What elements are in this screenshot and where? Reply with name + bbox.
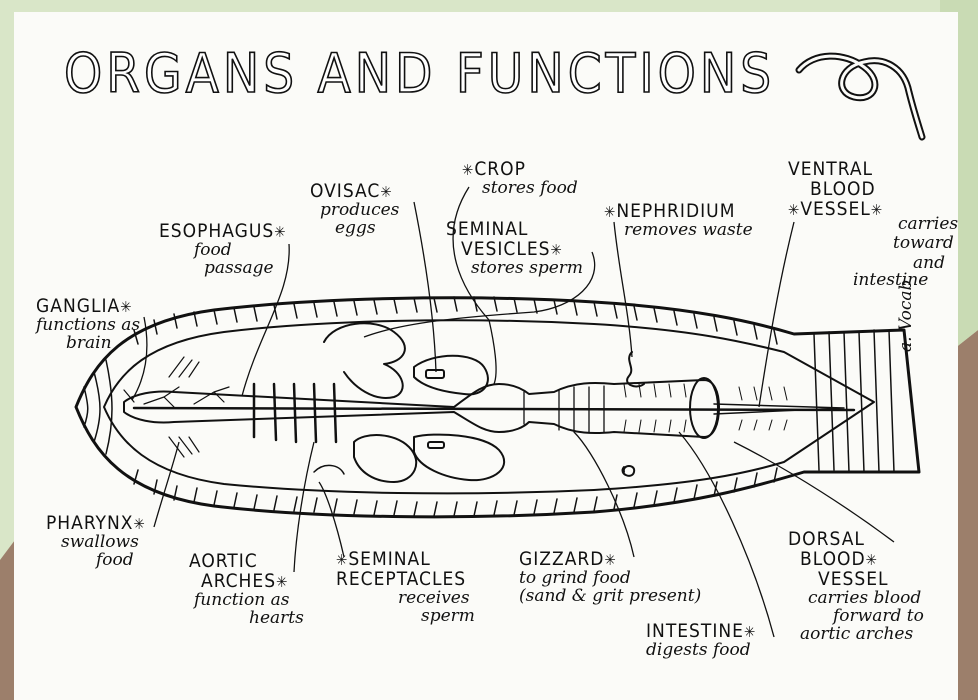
- seminal-vesicle-blob-top: [324, 323, 405, 398]
- label-seminal-vesicles-name-2: VESICLES: [461, 238, 551, 260]
- star-icon: ✳: [871, 201, 883, 219]
- lower-blob: [414, 435, 504, 481]
- pointer-ovisac: [414, 202, 436, 372]
- label-crop: ✳CROP stores food: [462, 160, 578, 198]
- seminal-receptacle-blob: [354, 435, 416, 482]
- head-segments: [84, 360, 112, 454]
- label-ovisac-desc-2: eggs: [310, 220, 399, 238]
- star-icon: ✳: [276, 573, 288, 591]
- label-crop-desc-1: stores food: [462, 180, 578, 198]
- label-ventral-blood-vessel: VENTRAL BLOOD ✳VESSEL✳ carries blood tow…: [788, 160, 883, 220]
- label-ventral-name-2: BLOOD: [788, 180, 883, 200]
- label-esophagus: ESOPHAGUS✳ food passage: [159, 222, 287, 278]
- label-aortic-desc-2: hearts: [189, 610, 304, 628]
- label-intestine-name: INTESTINE: [646, 620, 744, 642]
- pointer-intestine: [679, 432, 774, 637]
- label-nephridium: ✳NEPHRIDIUM removes waste: [604, 202, 753, 240]
- label-nephridium-name: NEPHRIDIUM: [616, 200, 735, 222]
- star-icon: ✳: [788, 201, 800, 219]
- label-gizzard-desc-2: (sand & grit present): [519, 588, 701, 606]
- label-ganglia-desc-2: brain: [36, 335, 140, 353]
- star-icon: ✳: [604, 551, 616, 569]
- label-ovisac: OVISAC✳ produces eggs: [310, 182, 399, 238]
- label-pharynx-desc-2: food: [46, 552, 146, 570]
- star-icon: ✳: [551, 241, 563, 259]
- pointer-crop: [453, 187, 496, 384]
- label-ganglia: GANGLIA✳ functions as brain: [36, 297, 140, 353]
- label-receptacles-name-2: RECEPTACLES: [336, 570, 475, 590]
- ganglia-branches: [124, 387, 229, 407]
- label-pharynx: PHARYNX✳ swallows food: [46, 514, 146, 570]
- label-aortic-arches: AORTIC ARCHES✳ function as hearts: [189, 552, 304, 628]
- label-receptacles-name-1: SEMINAL: [348, 548, 430, 570]
- label-intestine: INTESTINE✳ digests food: [646, 622, 756, 660]
- star-icon: ✳: [380, 183, 392, 201]
- label-aortic-name-1: AORTIC: [189, 552, 304, 572]
- label-intestine-desc-1: digests food: [646, 642, 756, 660]
- label-seminal-vesicles-name-1: SEMINAL: [446, 220, 583, 240]
- ovisac-shape: [426, 370, 444, 378]
- label-receptacles-desc-2: sperm: [336, 608, 475, 626]
- star-icon: ✳: [336, 551, 348, 569]
- pointer-gizzard: [574, 432, 634, 557]
- label-gizzard-name: GIZZARD: [519, 548, 604, 570]
- label-seminal-vesicles: SEMINAL VESICLES✳ stores sperm: [446, 220, 583, 278]
- pointer-ventral-vessel: [759, 222, 794, 407]
- label-dorsal-desc-1: carries blood: [788, 590, 924, 608]
- label-ganglia-name: GANGLIA: [36, 295, 120, 317]
- star-icon: ✳: [120, 298, 132, 316]
- tail-segments: [814, 330, 894, 472]
- diagram-sheet: ORGANS AND FUNCTIONS: [14, 12, 958, 700]
- label-gizzard: GIZZARD✳ to grind food (sand & grit pres…: [519, 550, 701, 606]
- label-ventral-desc-4: intestine: [853, 272, 928, 290]
- label-esophagus-desc-2: passage: [159, 260, 287, 278]
- artist-signature: a. Vocab: [898, 280, 916, 352]
- dorsal-vessel-line: [134, 408, 854, 410]
- star-icon: ✳: [604, 203, 616, 221]
- pointer-nephridium: [614, 222, 632, 357]
- label-seminal-vesicles-desc-1: stores sperm: [446, 260, 583, 278]
- label-ovisac-name: OVISAC: [310, 180, 380, 202]
- small-coil: [623, 466, 635, 476]
- label-pharynx-name: PHARYNX: [46, 512, 133, 534]
- pointer-dorsal-vessel: [734, 442, 894, 542]
- label-aortic-name-2: ARCHES: [201, 570, 276, 592]
- label-nephridium-desc-1: removes waste: [604, 222, 753, 240]
- pointer-pharynx: [154, 442, 179, 527]
- label-ventral-desc-1: carries blood: [898, 216, 958, 234]
- label-dorsal-blood-vessel: DORSAL BLOOD✳ VESSEL carries blood forwa…: [788, 530, 924, 643]
- star-icon: ✳: [744, 623, 756, 641]
- label-dorsal-name-1: DORSAL: [788, 530, 924, 550]
- nephridium-coil: [627, 352, 644, 386]
- intestine-end: [690, 378, 718, 438]
- intestine-combs: [624, 384, 787, 432]
- star-icon: ✳: [133, 515, 145, 533]
- label-dorsal-name-3: VESSEL: [788, 570, 924, 590]
- label-seminal-receptacles: ✳SEMINAL RECEPTACLES receives sperm: [336, 550, 475, 626]
- label-crop-name: CROP: [474, 158, 526, 180]
- label-esophagus-name: ESOPHAGUS: [159, 220, 274, 242]
- label-ventral-name-1: VENTRAL: [788, 160, 883, 180]
- pointer-seminal-receptacles: [319, 482, 344, 557]
- star-icon: ✳: [866, 551, 878, 569]
- label-dorsal-desc-3: aortic arches: [788, 626, 924, 644]
- label-dorsal-name-2: BLOOD: [800, 548, 866, 570]
- star-icon: ✳: [462, 161, 474, 179]
- signature-text: a. Vocab: [898, 280, 916, 352]
- aortic-arches: [254, 384, 336, 442]
- star-icon: ✳: [274, 223, 286, 241]
- label-ventral-desc-2: toward skin: [893, 235, 958, 253]
- label-dorsal-desc-2: forward to: [788, 608, 924, 626]
- label-ventral-name-3: VESSEL: [800, 198, 871, 220]
